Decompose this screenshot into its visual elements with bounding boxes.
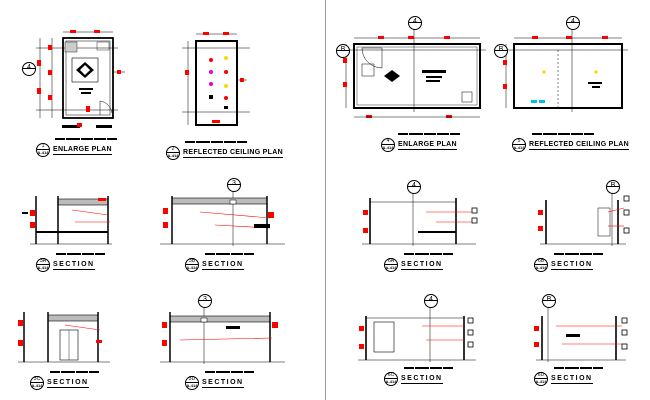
enlarge-plan-4	[343, 28, 486, 118]
grid-bubble-b: B	[494, 44, 508, 58]
grid-bubble-4: 4	[424, 294, 438, 308]
title-bars	[554, 253, 603, 255]
section-3b-drawing	[160, 192, 285, 246]
grid-bubble-4: 4	[566, 16, 580, 30]
section-3a-drawing	[22, 196, 112, 245]
section-3c-drawing	[18, 312, 110, 363]
title-bars	[50, 371, 99, 373]
title-bars	[56, 253, 105, 255]
section-6a-drawing	[362, 192, 478, 246]
grid-bubble-3: 3	[227, 178, 241, 192]
title-bars	[398, 133, 460, 135]
title-bars	[185, 141, 247, 143]
title-bars	[205, 253, 254, 255]
section-3d-drawing	[160, 306, 285, 364]
section-6b-drawing	[538, 192, 630, 246]
title-bars	[404, 253, 453, 255]
title-bars	[404, 367, 453, 369]
grid-bubble-b: B	[542, 294, 556, 308]
ceiling-plan-2	[182, 32, 250, 126]
grid-bubble-4: 4	[408, 16, 422, 30]
grid-bubble-4: 4	[22, 62, 36, 76]
title-bars	[205, 371, 254, 373]
grid-bubble-4: 4	[407, 180, 421, 194]
grid-bubble-3: 3	[198, 294, 212, 308]
grid-bubble-b: B	[336, 44, 350, 58]
grid-bubble-b: B	[606, 180, 620, 194]
sheet-divider	[325, 0, 326, 400]
title-bars	[532, 133, 594, 135]
section-6c-drawing	[358, 306, 476, 362]
title-bars	[554, 367, 603, 369]
section-6d-drawing	[534, 306, 628, 362]
right-sheet-drawings	[343, 28, 630, 362]
enlarge-plan-1	[36, 30, 125, 128]
ceiling-plan-5	[503, 28, 628, 112]
left-sheet-drawings	[18, 30, 285, 364]
title-bars	[55, 138, 117, 140]
